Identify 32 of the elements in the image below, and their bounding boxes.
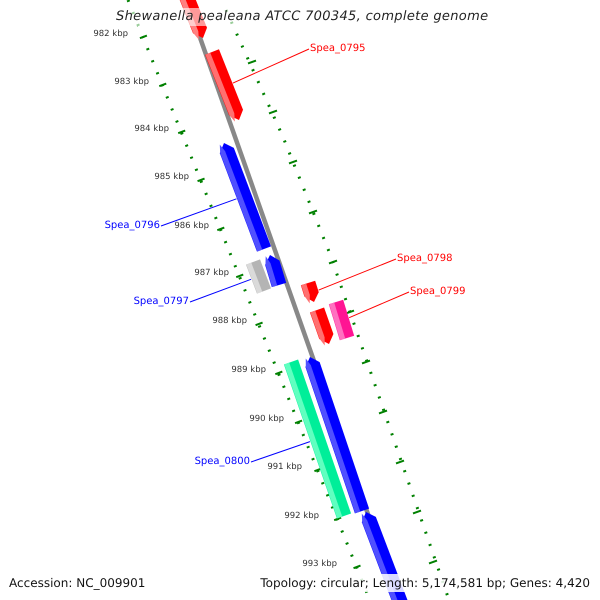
gene-label: Spea_0797 bbox=[134, 295, 189, 308]
gene-feature bbox=[205, 49, 244, 122]
tick-label: 984 kbp bbox=[134, 125, 169, 134]
gene-feature bbox=[220, 143, 272, 252]
genome-stats-text: Topology: circular; Length: 5,174,581 bp; Genes: 4,420 bbox=[260, 574, 590, 592]
gene-label: Spea_0795 bbox=[310, 42, 366, 55]
leader-line bbox=[348, 292, 410, 318]
tick-label: 989 kbp bbox=[231, 366, 266, 374]
leader-line bbox=[232, 48, 310, 84]
leader-line bbox=[250, 441, 310, 462]
gene-feature bbox=[310, 308, 334, 346]
tick-label: 983 kbp bbox=[114, 78, 149, 86]
tick-label: 986 kbp bbox=[174, 222, 209, 230]
gene-label: Spea_0796 bbox=[104, 219, 160, 232]
tick-label: 985 kbp bbox=[154, 173, 189, 182]
tick-label: 988 kbp bbox=[212, 317, 247, 326]
leader-line bbox=[190, 278, 252, 302]
tick-label: 982 kbp bbox=[93, 30, 128, 38]
tick-label: 992 kbp bbox=[284, 512, 319, 520]
tick-label: 987 kbp bbox=[194, 269, 229, 278]
leader-line bbox=[318, 258, 396, 291]
gene-label: Spea_0800 bbox=[194, 455, 250, 468]
tick-label: 990 kbp bbox=[249, 415, 284, 424]
gene-feature bbox=[328, 300, 354, 340]
gene-label: Spea_0799 bbox=[410, 285, 466, 298]
leader-line bbox=[160, 198, 238, 226]
gene-feature bbox=[305, 357, 370, 514]
tick-label: 993 kbp bbox=[302, 560, 337, 568]
gene-feature bbox=[265, 255, 286, 288]
tick-label: 991 kbp bbox=[267, 463, 302, 472]
gene-feature bbox=[300, 280, 319, 304]
gene-label: Spea_0798 bbox=[397, 252, 452, 265]
